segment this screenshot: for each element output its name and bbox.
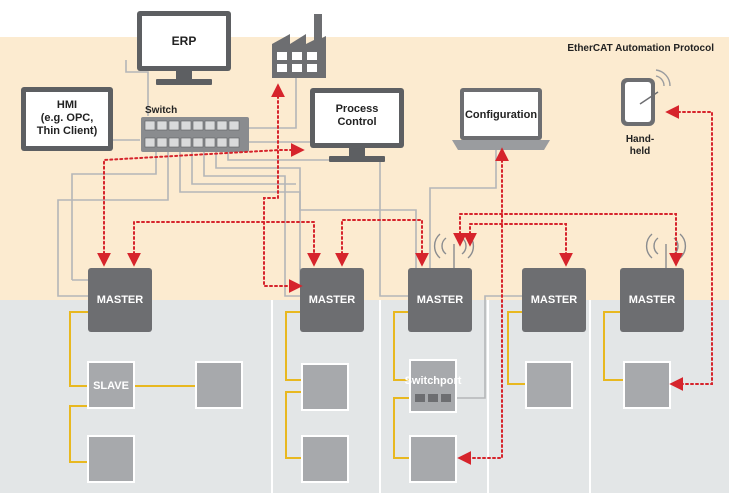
handheld-label-2: held (630, 146, 651, 157)
ethercat-links (69, 311, 624, 463)
master-3-label: MASTER (417, 294, 464, 306)
master-master-links (97, 83, 713, 465)
master-3[interactable]: MASTER (408, 268, 472, 332)
master-5-label: MASTER (629, 294, 676, 306)
slave-5-1 (623, 361, 671, 409)
slave-label: SLAVE (93, 380, 129, 392)
master-4-label: MASTER (531, 294, 578, 306)
slave-4-1 (525, 361, 573, 409)
hmi-monitor-icon[interactable]: HMI (e.g. OPC, Thin Client) (21, 87, 113, 151)
erp-monitor-icon[interactable]: ERP (137, 11, 231, 85)
erp-label: ERP (172, 34, 197, 48)
configuration-laptop-icon[interactable]: Configuration (452, 88, 550, 150)
switchport (409, 359, 457, 413)
factory-icon (272, 14, 326, 78)
handheld-device-icon[interactable]: Hand- held (621, 69, 671, 157)
switchport-ports-icon (415, 394, 451, 402)
master-1[interactable]: MASTER (88, 268, 152, 332)
slave-1-1 (87, 361, 135, 409)
slave-1-2 (195, 361, 243, 409)
office-band (0, 37, 729, 300)
slave-devices (87, 359, 671, 483)
process-control-monitor-icon[interactable]: Process Control (310, 88, 404, 162)
master-2[interactable]: MASTER (300, 268, 364, 332)
switch-label: Switch (145, 105, 177, 116)
slave-2-1 (301, 363, 349, 411)
master-5[interactable]: MASTER (620, 268, 684, 332)
hmi-label-2: (e.g. OPC, (41, 112, 94, 124)
process-label-2: Control (337, 116, 376, 128)
slave-1-3 (87, 435, 135, 483)
hmi-label-1: HMI (57, 99, 77, 111)
master-4[interactable]: MASTER (522, 268, 586, 332)
configuration-label: Configuration (465, 109, 537, 121)
process-label-1: Process (336, 103, 379, 115)
slave-2-2 (301, 435, 349, 483)
master-1-label: MASTER (97, 294, 144, 306)
master-2-label: MASTER (309, 294, 356, 306)
handheld-label-1: Hand- (626, 134, 654, 145)
hmi-label-3: Thin Client) (37, 125, 98, 137)
switchport-label: Switchport (405, 375, 462, 387)
diagram-title: EtherCAT Automation Protocol (567, 43, 714, 54)
handheld-signal-icon (655, 69, 671, 87)
slave-3-2 (409, 435, 457, 483)
